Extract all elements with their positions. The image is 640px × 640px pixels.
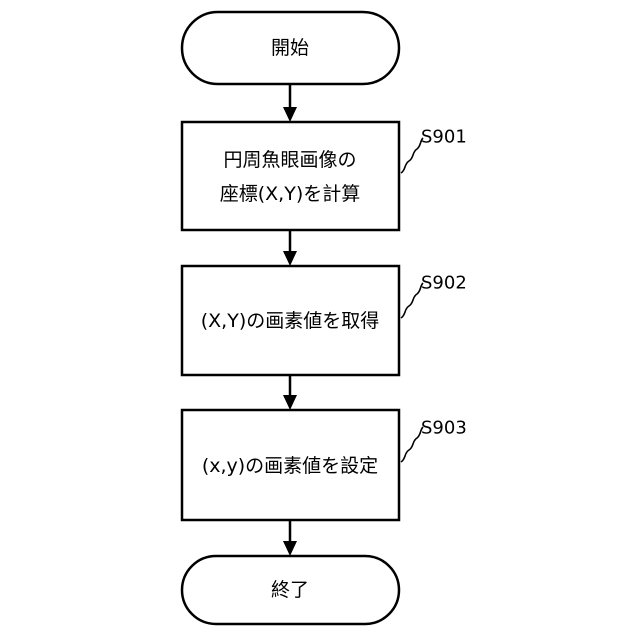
end-terminal-label: 終了 <box>271 579 309 601</box>
arrowhead <box>283 395 297 410</box>
process-box-s901 <box>182 122 399 230</box>
connector-s902-to-s903 <box>283 375 297 410</box>
process-step-s902: (X,Y)の画素値を取得 S902 <box>182 266 467 375</box>
connector-s903-to-end <box>283 520 297 556</box>
step-id-s903: S903 <box>421 418 467 439</box>
process-label-line-1: (x,y)の画素値を設定 <box>202 455 378 477</box>
process-step-s903: (x,y)の画素値を設定 S903 <box>182 410 467 520</box>
process-label-line-1: 円周魚眼画像の <box>223 149 356 171</box>
step-id-s901: S901 <box>421 127 467 148</box>
step-leader-line <box>401 138 423 173</box>
step-leader-line <box>401 283 423 318</box>
process-label-line-2: 座標(X,Y)を計算 <box>220 183 361 205</box>
end-terminal: 終了 <box>182 556 399 624</box>
step-leader-line <box>401 427 423 462</box>
start-terminal-label: 開始 <box>271 37 309 59</box>
connector-start-to-s901 <box>283 84 297 122</box>
process-step-s901: 円周魚眼画像の 座標(X,Y)を計算 S901 <box>182 122 467 230</box>
start-terminal: 開始 <box>182 12 399 84</box>
arrowhead <box>283 251 297 266</box>
process-label-line-1: (X,Y)の画素値を取得 <box>201 310 380 332</box>
step-id-s902: S902 <box>421 273 467 294</box>
arrowhead <box>283 541 297 556</box>
connector-s901-to-s902 <box>283 230 297 266</box>
arrowhead <box>283 107 297 122</box>
